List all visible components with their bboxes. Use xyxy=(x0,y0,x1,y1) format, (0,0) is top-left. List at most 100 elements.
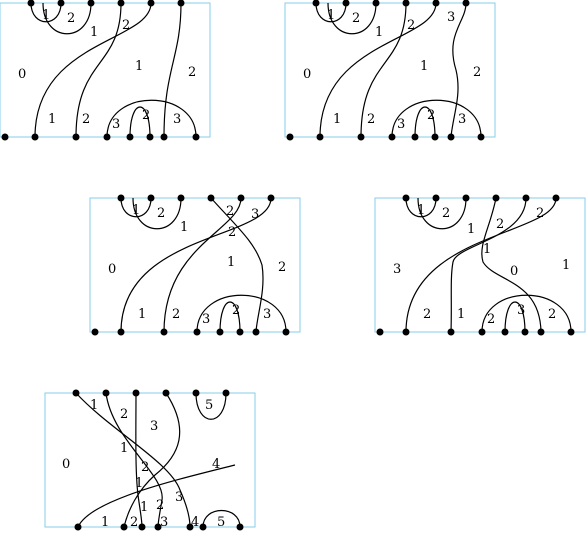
panel-3-region-label: 1 xyxy=(227,255,235,270)
panel-4-region-label: 2 xyxy=(423,307,431,322)
panel-4-region-label: 1 xyxy=(562,258,570,273)
panel-1-strand xyxy=(42,2,92,35)
panel-4-bottom-pin xyxy=(567,328,575,336)
panel-1-region-label: 3 xyxy=(173,112,181,127)
panel-1-region-label: 3 xyxy=(112,117,120,132)
panel-2-region-label: 3 xyxy=(447,10,455,25)
panel-5-frame xyxy=(44,392,256,528)
panel-2-strand xyxy=(450,2,467,138)
panel-4-bottom-pin xyxy=(478,328,486,336)
panel-5-region-label: 1 xyxy=(101,515,109,530)
panel-3-region-label: 1 xyxy=(132,203,140,218)
panel-1-bottom-pin xyxy=(103,133,111,141)
panel-4-region-label: 3 xyxy=(393,262,401,277)
panel-4-region-label: 2 xyxy=(548,307,556,322)
panel-4-region-label: 3 xyxy=(517,303,525,318)
panel-3-strand xyxy=(210,197,264,333)
panel-4-region-label: 1 xyxy=(457,307,465,322)
panel-5-top-pin xyxy=(222,389,230,397)
panel-2-region-label: 2 xyxy=(352,11,360,26)
panel-1-bottom-pin xyxy=(192,133,200,141)
panel-5-region-label: 1 xyxy=(120,441,128,456)
panel-2-region-label: 2 xyxy=(473,65,481,80)
panel-5-top-pin xyxy=(162,389,170,397)
panel-1-top-pin xyxy=(87,0,95,7)
panel-3-region-label: 1 xyxy=(180,220,188,235)
panel-1-strand xyxy=(75,2,122,138)
panel-5-region-label: 2 xyxy=(141,460,149,475)
panel-3-top-pin xyxy=(177,194,185,202)
panel-5-bottom-pin xyxy=(236,523,244,531)
panel-1-strand xyxy=(30,2,62,23)
panel-5-top-pin xyxy=(72,389,80,397)
panel-2-region-label: 2 xyxy=(407,18,415,33)
panel-4-top-pin xyxy=(552,194,560,202)
panel-5-strand xyxy=(75,392,191,528)
panel-4-region-label: 2 xyxy=(487,312,495,327)
panel-3-strand xyxy=(219,301,241,333)
panel-4-top-pin xyxy=(432,194,440,202)
panel-5-region-label: 1 xyxy=(140,500,148,515)
panel-4-top-pin xyxy=(402,194,410,202)
panel-3-bottom-pin xyxy=(117,328,125,336)
panel-4-bottom-pin xyxy=(402,328,410,336)
panel-2-bottom-pin xyxy=(388,133,396,141)
panel-5-top-pin xyxy=(132,389,140,397)
panel-5-region-label: 1 xyxy=(135,476,143,491)
panel-1-top-pin xyxy=(177,0,185,7)
panel-2-region-label: 1 xyxy=(420,59,428,74)
panel-5-bottom-pin xyxy=(186,523,194,531)
panel-1-region-label: 2 xyxy=(142,108,150,123)
panel-2-top-pin xyxy=(342,0,350,7)
panel-4-strand xyxy=(417,197,467,230)
panel-5-region-label: 5 xyxy=(205,398,213,413)
panel-1-region-label: 1 xyxy=(135,59,143,74)
panel-4-strand xyxy=(405,197,557,333)
panel-2-top-pin xyxy=(402,0,410,7)
panel-3-bottom-pin xyxy=(216,328,224,336)
panel-5-region-label: 5 xyxy=(217,515,225,530)
panel-1-region-label: 2 xyxy=(188,65,196,80)
panel-3-region-label: 2 xyxy=(172,307,180,322)
panel-3-bottom-pin xyxy=(252,328,260,336)
panel-2-top-pin xyxy=(432,0,440,7)
panel-4-region-label: 1 xyxy=(417,203,425,218)
panel-1-top-pin xyxy=(117,0,125,7)
panel-4-bottom-pin xyxy=(501,328,509,336)
panel-3-region-label: 2 xyxy=(228,225,236,240)
panel-5-region-label: 3 xyxy=(150,419,158,434)
panel-1-bottom-pin xyxy=(1,133,9,141)
panel-5-region-label: 2 xyxy=(130,515,138,530)
panel-4-top-pin xyxy=(492,194,500,202)
panel-4-region-label: 1 xyxy=(483,242,491,257)
panel-4-bottom-pin xyxy=(521,328,529,336)
panel-5-strand xyxy=(202,510,241,528)
panel-5-strand xyxy=(195,392,227,420)
panel-3-top-pin xyxy=(147,194,155,202)
panel-1-top-pin xyxy=(147,0,155,7)
panel-3-region-label: 3 xyxy=(202,312,210,327)
panel-5-strand xyxy=(77,464,236,528)
panel-2-top-pin xyxy=(372,0,380,7)
panel-4-top-pin xyxy=(522,194,530,202)
panel-3-top-pin xyxy=(267,194,275,202)
panel-3-strand xyxy=(120,197,272,333)
panel-5: 1 2 3 5 1 2 1 2 1 3 0 4 1 2 3 4 5 xyxy=(44,389,256,531)
panel-5-region-label: 2 xyxy=(120,407,128,422)
panel-1-bottom-pin xyxy=(160,133,168,141)
panel-2-bottom-pin xyxy=(286,133,294,141)
panel-1-region-label: 0 xyxy=(18,67,26,82)
panel-2-bottom-pin xyxy=(411,133,419,141)
panel-1-strand xyxy=(163,2,182,138)
panel-3-region-label: 2 xyxy=(232,303,240,318)
panel-5-region-label: 2 xyxy=(156,498,164,513)
panel-4-strand xyxy=(450,197,527,333)
panel-1-region-label: 1 xyxy=(42,8,50,23)
panel-3-top-pin xyxy=(237,194,245,202)
panel-4-bottom-pin xyxy=(537,328,545,336)
panel-2-bottom-pin xyxy=(477,133,485,141)
panel-1-top-pin xyxy=(27,0,35,7)
panel-5-region-label: 3 xyxy=(175,490,183,505)
panel-4-region-label: 1 xyxy=(467,222,475,237)
